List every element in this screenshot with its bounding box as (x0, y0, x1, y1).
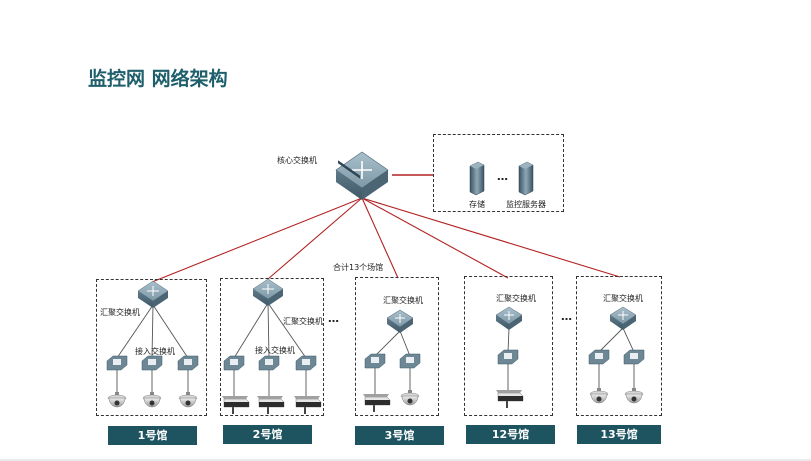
access-switch-icon (623, 349, 645, 365)
uplink-13 (361, 197, 621, 278)
access-switch-icon (223, 355, 245, 371)
agg-switch-label-2: 汇聚交换机 (283, 317, 323, 326)
core-uplinks (151, 174, 621, 283)
bullet-camera-icon (257, 396, 285, 414)
uplink-3 (361, 197, 399, 279)
server-icon (518, 161, 534, 196)
agg-switch-label-13: 汇聚交换机 (603, 294, 643, 303)
venue-box-2 (220, 278, 324, 416)
agg-switch-label-12: 汇聚交换机 (496, 294, 536, 303)
agg-switch-icon-2 (252, 278, 284, 306)
total-venues-label: 合计13个场馆 (333, 263, 384, 272)
agg-switch-icon-1 (137, 280, 169, 308)
venue-ellipsis-2: … (561, 310, 572, 323)
dome-camera-icon (107, 392, 127, 408)
access-switch-icon (141, 355, 163, 371)
venue-links (116, 302, 635, 396)
uplink-1 (151, 197, 363, 283)
access-switch-icon (364, 353, 386, 369)
uplink-2 (267, 197, 363, 280)
venue-name-badge: 3号馆 (355, 426, 444, 445)
storage-group-box (433, 134, 564, 212)
bullet-camera-icon (363, 394, 391, 412)
core-switch-label: 核心交换机 (277, 156, 317, 165)
venue-ellipsis-1: … (328, 312, 339, 325)
access-switch-icon (588, 349, 610, 365)
dome-camera-icon (589, 388, 609, 404)
dome-camera-icon (142, 392, 162, 408)
agg-switch-label-1: 汇聚交换机 (100, 308, 140, 317)
agg-switch-icon-13 (609, 306, 637, 330)
storage-label: 存储 (469, 200, 485, 209)
storage-ellipsis: … (497, 170, 508, 183)
bullet-camera-icon (496, 390, 524, 408)
bullet-camera-icon (222, 396, 250, 414)
dome-camera-icon (400, 390, 420, 406)
access-switch-icon (177, 355, 199, 371)
access-switch-label-1: 接入交换机 (135, 347, 175, 356)
access-switches (106, 349, 645, 371)
venue-name-badge: 2号馆 (223, 425, 312, 444)
uplink-12 (361, 197, 509, 279)
dome-cameras (107, 388, 644, 408)
venue-name-badge: 1号馆 (108, 426, 197, 445)
agg-switch-icon-12 (495, 306, 523, 330)
access-switch-icon (295, 355, 317, 371)
venue-box-3 (355, 277, 439, 416)
bullet-cameras (222, 390, 524, 414)
access-switch-icon (497, 349, 519, 365)
bullet-camera-icon (294, 396, 322, 414)
dome-camera-icon (624, 388, 644, 404)
dome-camera-icon (178, 392, 198, 408)
venue-box-13 (576, 276, 662, 416)
agg-switch-icon-3 (386, 309, 414, 333)
access-switch-label-2: 接入交换机 (255, 346, 295, 355)
access-switch-icon (399, 353, 421, 369)
venue-name-badge: 13号馆 (577, 425, 661, 444)
server-label: 监控服务器 (506, 200, 546, 209)
agg-switch-label-3: 汇聚交换机 (383, 296, 423, 305)
access-switch-icon (106, 355, 128, 371)
page-title: 监控网 网络架构 (88, 68, 228, 90)
core-switch-icon (335, 151, 389, 200)
storage-icon (469, 161, 485, 196)
access-switch-icon (258, 355, 280, 371)
venue-box-12 (464, 276, 553, 416)
venue-name-badge: 12号馆 (466, 425, 555, 444)
venue-box-1 (96, 279, 207, 416)
